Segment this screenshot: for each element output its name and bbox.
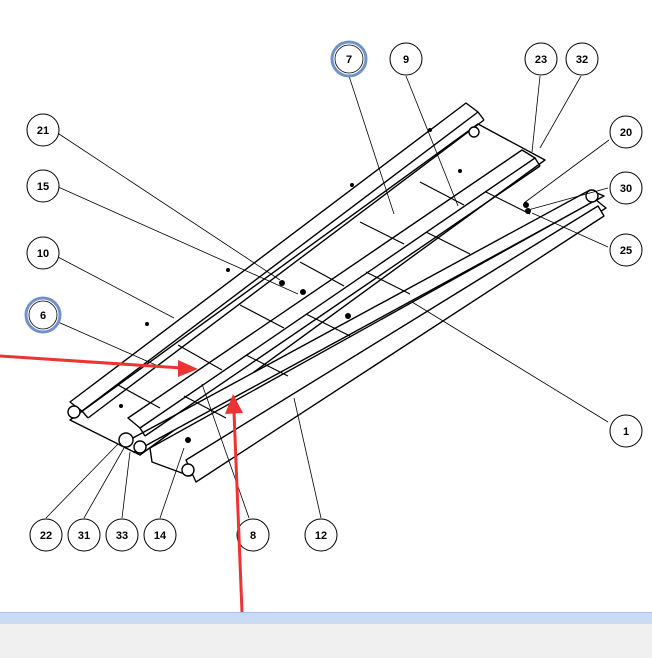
callout-32: 32 bbox=[565, 42, 599, 76]
callout-22: 22 bbox=[29, 518, 63, 552]
callout-20-label: 20 bbox=[620, 127, 632, 139]
callout-22-label: 22 bbox=[40, 530, 52, 542]
callout-1: 1 bbox=[609, 414, 643, 448]
callout-1-label: 1 bbox=[623, 426, 629, 438]
callout-30-label: 30 bbox=[620, 183, 632, 195]
callout-30: 30 bbox=[609, 171, 643, 205]
callout-20: 20 bbox=[609, 115, 643, 149]
callout-23-label: 23 bbox=[535, 54, 547, 66]
callout-8: 8 bbox=[236, 518, 270, 552]
callout-15: 15 bbox=[26, 169, 60, 203]
annotation-arrows bbox=[0, 354, 244, 612]
callout-9-label: 9 bbox=[403, 54, 409, 66]
callout-15-label: 15 bbox=[37, 181, 49, 193]
callout-14-label: 14 bbox=[154, 530, 167, 542]
callout-31-label: 31 bbox=[78, 530, 90, 542]
annotation-arrow-horizontal bbox=[0, 354, 198, 377]
callout-21-label: 21 bbox=[37, 125, 49, 137]
callout-25: 25 bbox=[609, 233, 643, 267]
fasteners bbox=[119, 128, 531, 443]
callout-25-label: 25 bbox=[620, 245, 632, 257]
status-strip bbox=[0, 612, 652, 623]
conveyor-assembly bbox=[67, 102, 607, 483]
callout-10: 10 bbox=[26, 236, 60, 270]
callout-33: 33 bbox=[105, 518, 139, 552]
callout-7-label: 7 bbox=[346, 54, 352, 66]
callout-21: 21 bbox=[26, 113, 60, 147]
callout-6: 6 bbox=[24, 296, 62, 334]
annotation-arrow-vertical bbox=[225, 394, 244, 612]
callout-32-label: 32 bbox=[576, 54, 588, 66]
conveyor-frame bbox=[69, 123, 546, 456]
bottom-toolbar bbox=[0, 623, 652, 658]
callout-33-label: 33 bbox=[116, 530, 128, 542]
callout-31: 31 bbox=[67, 518, 101, 552]
callout-6-label: 6 bbox=[40, 310, 46, 322]
conveyor-assembly-drawing: 1 6 7 8 9 10 12 14 bbox=[0, 40, 643, 612]
cross-slats bbox=[117, 181, 531, 419]
callout-9: 9 bbox=[389, 42, 423, 76]
end-rollers bbox=[67, 126, 599, 477]
callout-8-label: 8 bbox=[250, 530, 256, 542]
leader-lines bbox=[45, 75, 610, 519]
callout-bubbles: 1 6 7 8 9 10 12 14 bbox=[24, 40, 643, 552]
callout-12-label: 12 bbox=[315, 530, 327, 542]
right-drive-chain bbox=[119, 189, 607, 483]
callout-23: 23 bbox=[524, 42, 558, 76]
callout-10-label: 10 bbox=[37, 248, 49, 260]
callout-12: 12 bbox=[304, 518, 338, 552]
callout-14: 14 bbox=[143, 518, 177, 552]
callout-7: 7 bbox=[330, 40, 368, 78]
